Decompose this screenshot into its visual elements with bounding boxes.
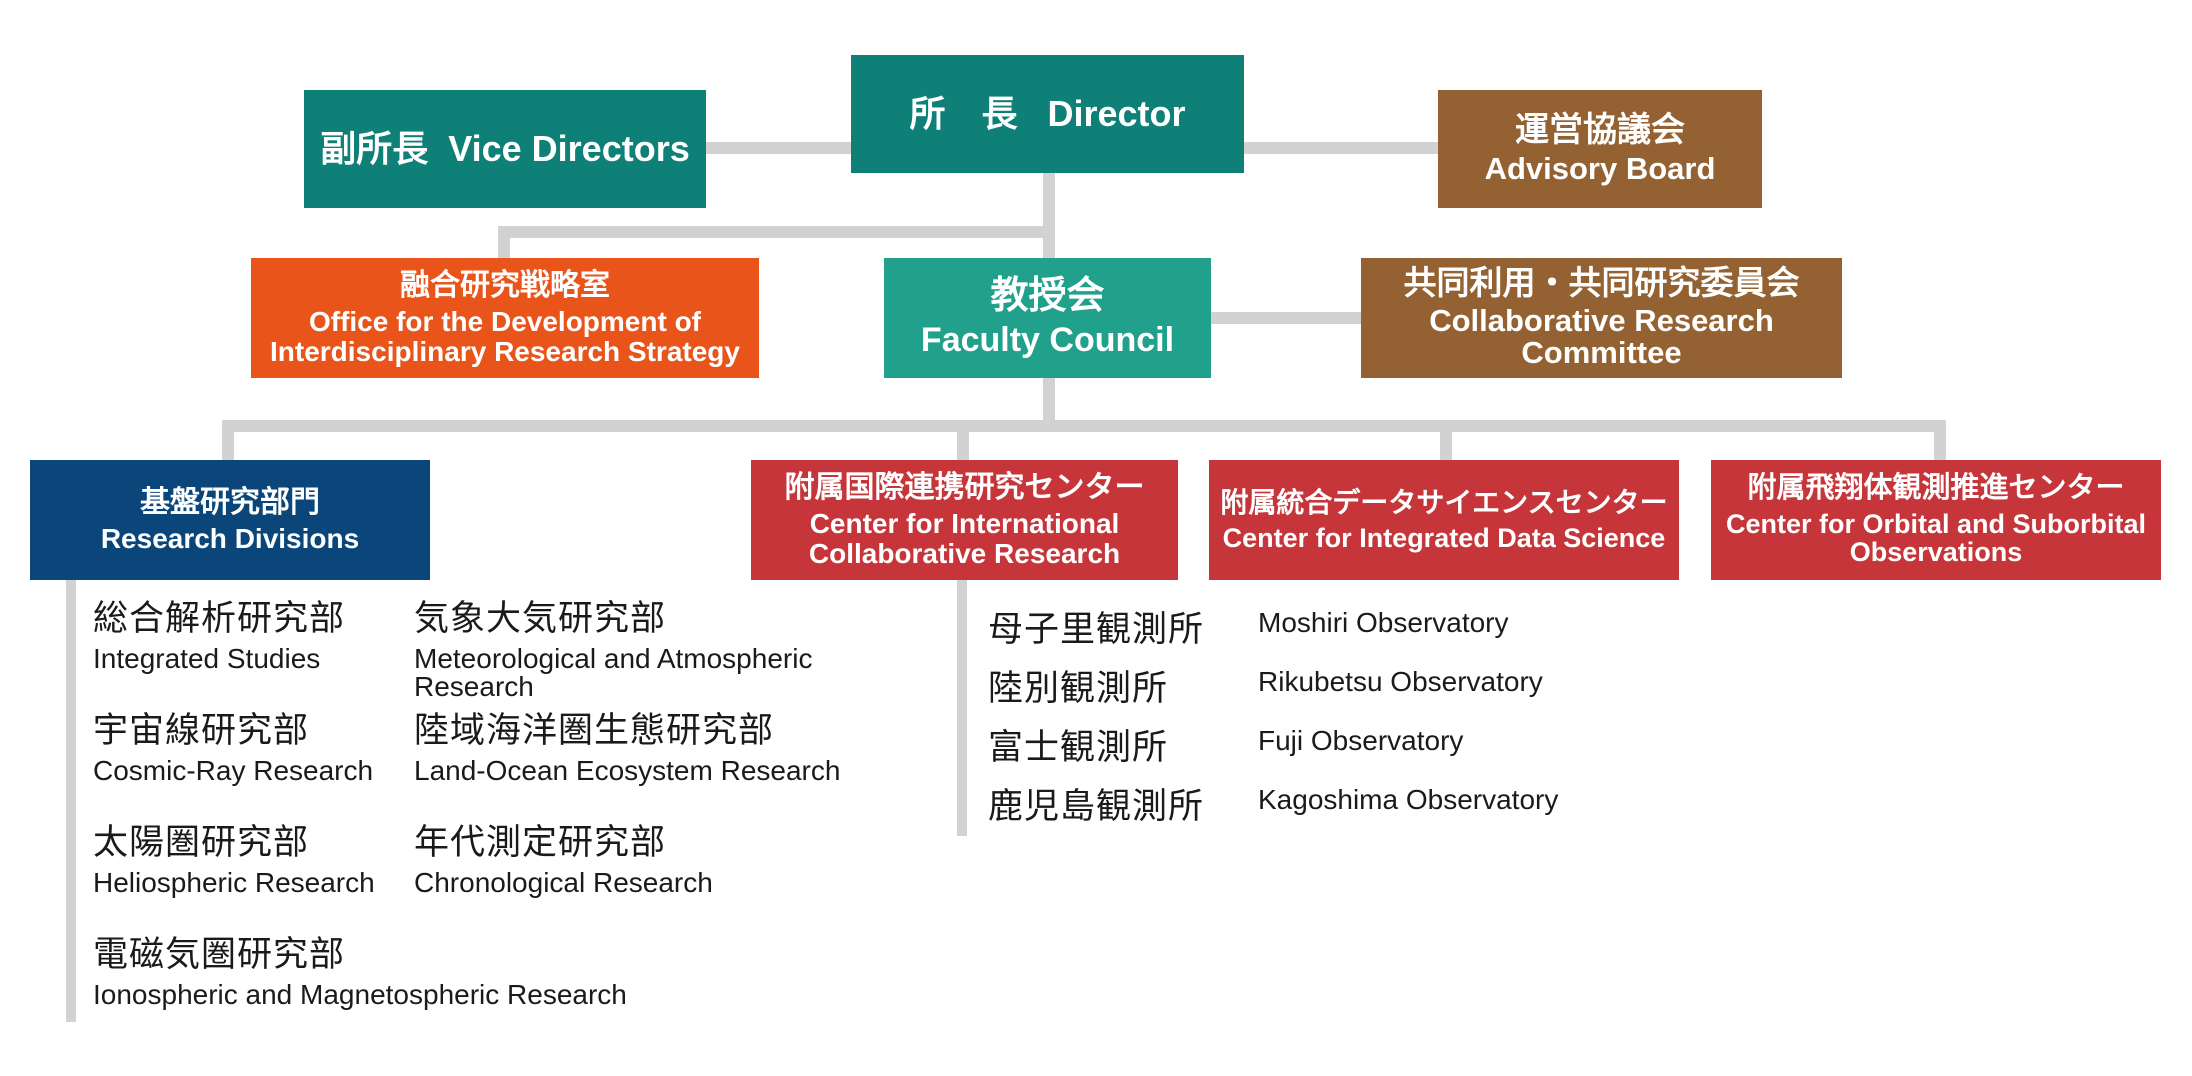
division-en: Heliospheric Research (93, 866, 375, 898)
connector-drop-international (957, 420, 969, 462)
office-en-line1: Office for the Development of (308, 306, 702, 338)
division-en: Integrated Studies (93, 642, 321, 674)
collab-committee-box: 共同利用・共同研究委員会 Collaborative Research Comm… (1361, 258, 1842, 378)
division-jp: 年代測定研究部 (414, 823, 667, 862)
research-divisions-jp: 基盤研究部門 (140, 485, 320, 519)
office-jp: 融合研究戦略室 (400, 268, 610, 302)
center-data-science-box: 附属統合データサイエンスセンター Center for Integrated D… (1209, 460, 1679, 580)
division-en: Chronological Research (414, 866, 713, 898)
center-international-en-line2: Collaborative Research (808, 537, 1121, 569)
advisory-board-jp: 運営協議会 (1515, 110, 1685, 149)
office-box: 融合研究戦略室 Office for the Development of In… (251, 258, 759, 378)
connector-office-horizontal (498, 226, 1050, 238)
office-en-line2: Interdisciplinary Research Strategy (270, 335, 740, 367)
connector-observatories-list (957, 578, 967, 836)
connector-office-vertical (498, 226, 510, 260)
division-jp: 気象大気研究部 (414, 599, 667, 638)
collab-committee-en-line2: Committee (1521, 335, 1682, 371)
connector-drop-orbital (1934, 420, 1946, 462)
connector-drop-data-science (1440, 420, 1452, 462)
division-en-line2: Research (414, 670, 534, 702)
center-orbital-en-line2: Observations (1849, 537, 2023, 568)
faculty-council-jp: 教授会 (990, 275, 1105, 318)
division-land-ocean: 陸域海洋圏生態研究部 Land-Ocean Ecosystem Research (414, 711, 841, 786)
observatory-moshiri-en: Moshiri Observatory (1258, 607, 1509, 638)
observatory-fuji-jp: 富士観測所 (988, 728, 1169, 767)
center-international-jp: 附属国際連携研究センター (784, 470, 1145, 504)
director-box: 所 長 Director (851, 55, 1244, 173)
faculty-council-box: 教授会 Faculty Council (884, 258, 1211, 378)
connector-bus-horizontal (222, 420, 1946, 432)
division-heliospheric: 太陽圏研究部 Heliospheric Research (93, 823, 375, 898)
vice-directors-box: 副所長 Vice Directors (304, 90, 706, 208)
vice-directors-jp: 副所長 (320, 128, 429, 170)
division-integrated-studies: 総合解析研究部 Integrated Studies (93, 599, 346, 674)
connector-advisory (1240, 142, 1440, 154)
observatory-rikubetsu-en: Rikubetsu Observatory (1258, 666, 1543, 697)
observatory-rikubetsu-jp: 陸別観測所 (988, 669, 1169, 708)
division-jp: 宇宙線研究部 (93, 711, 310, 750)
observatory-moshiri-jp: 母子里観測所 (988, 610, 1205, 649)
division-jp: 電磁気圏研究部 (93, 935, 346, 974)
division-en: Land-Ocean Ecosystem Research (414, 754, 841, 786)
observatory-kagoshima-en: Kagoshima Observatory (1258, 784, 1559, 815)
center-data-science-jp: 附属統合データサイエンスセンター (1220, 487, 1668, 519)
division-en: Cosmic-Ray Research (93, 754, 374, 786)
collab-committee-en-line1: Collaborative Research (1429, 302, 1774, 338)
center-orbital-jp: 附属飛翔体観測推進センター (1747, 472, 2125, 505)
division-chronological: 年代測定研究部 Chronological Research (414, 823, 713, 898)
research-divisions-en: Research Divisions (100, 523, 360, 555)
connector-vice-director (705, 142, 855, 154)
center-international-box: 附属国際連携研究センター Center for International Co… (751, 460, 1178, 580)
director-jp: 所 長 (909, 93, 1018, 135)
division-en-line1: Meteorological and Atmospheric (414, 642, 813, 674)
division-meteorological: 気象大気研究部 Meteorological and Atmospheric R… (414, 599, 813, 702)
center-orbital-box: 附属飛翔体観測推進センター Center for Orbital and Sub… (1711, 460, 2161, 580)
vice-directors-en: Vice Directors (448, 128, 690, 170)
connector-committee (1210, 312, 1365, 324)
division-en: Ionospheric and Magnetospheric Research (93, 978, 627, 1010)
division-ionospheric: 電磁気圏研究部 Ionospheric and Magnetospheric R… (93, 935, 627, 1010)
observatory-fuji-en: Fuji Observatory (1258, 725, 1464, 756)
advisory-board-en: Advisory Board (1484, 150, 1716, 186)
observatory-kagoshima-jp: 鹿児島観測所 (988, 787, 1205, 826)
director-en: Director (1047, 93, 1186, 135)
collab-committee-jp: 共同利用・共同研究委員会 (1403, 264, 1800, 302)
division-cosmic-ray: 宇宙線研究部 Cosmic-Ray Research (93, 711, 374, 786)
faculty-council-en: Faculty Council (920, 321, 1175, 360)
connector-drop-divisions (222, 420, 234, 462)
research-divisions-box: 基盤研究部門 Research Divisions (30, 460, 430, 580)
division-jp: 陸域海洋圏生態研究部 (414, 711, 775, 750)
advisory-board-box: 運営協議会 Advisory Board (1438, 90, 1762, 208)
division-jp: 総合解析研究部 (93, 599, 346, 638)
division-jp: 太陽圏研究部 (93, 823, 310, 862)
center-orbital-en-line1: Center for Orbital and Suborbital (1725, 508, 2147, 539)
center-international-en-line1: Center for International (809, 508, 1120, 540)
center-data-science-en: Center for Integrated Data Science (1222, 522, 1666, 553)
connector-divisions-list (66, 578, 76, 1022)
